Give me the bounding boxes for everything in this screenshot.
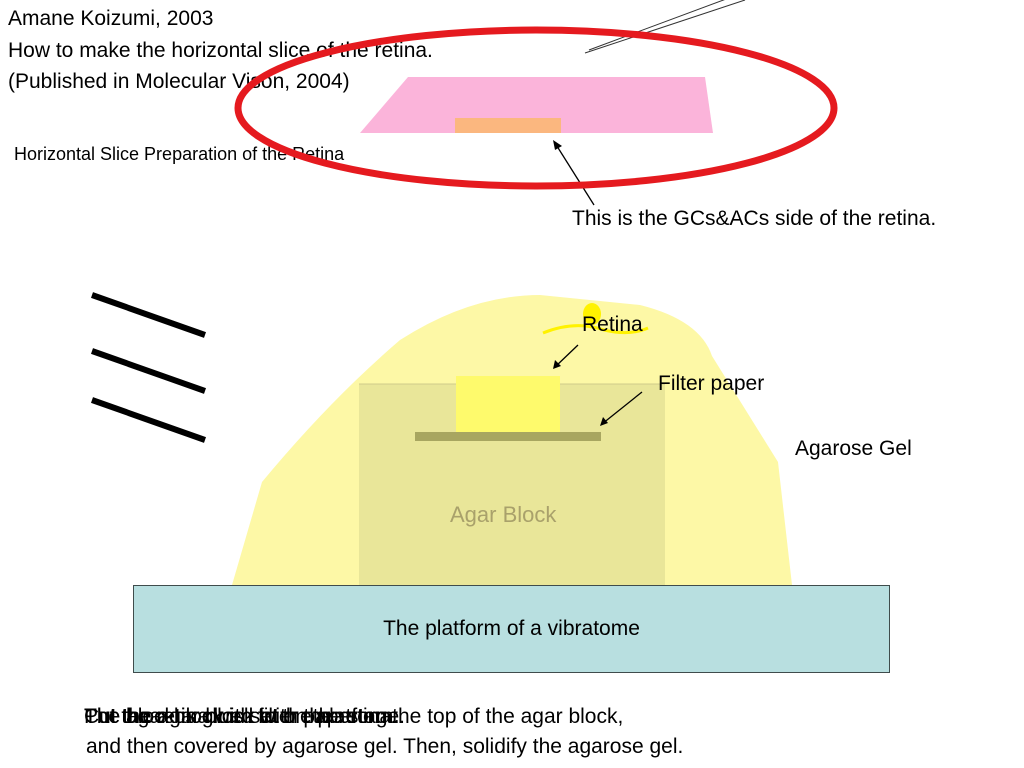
caption-second-line: and then covered by agarose gel. Then, s… — [86, 735, 684, 758]
caption-text-4: The block is glued to the platform. — [84, 705, 400, 728]
caption-text-3: The agar block is set on the stage. — [84, 705, 406, 728]
blade-line-1 — [90, 292, 207, 338]
filter-paper-arrowhead — [600, 417, 608, 426]
blade-top-line-1 — [584, 0, 746, 54]
slice-ganglion-strip — [455, 118, 561, 133]
filter-paper-arrow — [601, 391, 643, 425]
gc-side-note: This is the GCs&ACs side of the retina. — [572, 207, 937, 230]
caption: Put the retina with filter paper on the … — [84, 702, 683, 762]
blade-line-3 — [90, 397, 207, 443]
gc-side-arrow — [554, 142, 595, 206]
filter-paper-label: Filter paper — [658, 372, 765, 395]
retina-block — [456, 376, 560, 432]
retina-flap-curve — [542, 324, 649, 335]
gc-side-arrowhead — [553, 140, 562, 150]
vibratome-platform-label: The platform of a vibratome — [383, 617, 640, 640]
retina-arrow — [554, 344, 579, 368]
slice-title: Horizontal Slice Preparation of the Reti… — [14, 144, 345, 164]
agar-block-label: Agar Block — [450, 502, 557, 527]
header-author-line: Amane Koizumi, 2003 — [8, 7, 214, 30]
header-title-line: How to make the horizontal slice of the … — [8, 39, 433, 62]
filter-paper — [415, 432, 601, 441]
blade-line-2 — [90, 348, 207, 394]
caption-overlapping-lines: Put the retina with filter paper on the … — [84, 702, 683, 732]
retina-flap-blob — [583, 303, 601, 325]
caption-text-1: Put the retina with filter paper on the … — [84, 705, 624, 728]
retina-label: Retina — [582, 313, 643, 336]
retina-arrowhead — [553, 360, 561, 369]
agarose-gel-label: Agarose Gel — [795, 437, 912, 460]
caption-text-2: Cut the agar block with the retina. — [84, 705, 397, 728]
vibratome-platform: The platform of a vibratome — [133, 585, 890, 673]
header-publication-line: (Published in Molecular Vison, 2004) — [8, 70, 350, 93]
